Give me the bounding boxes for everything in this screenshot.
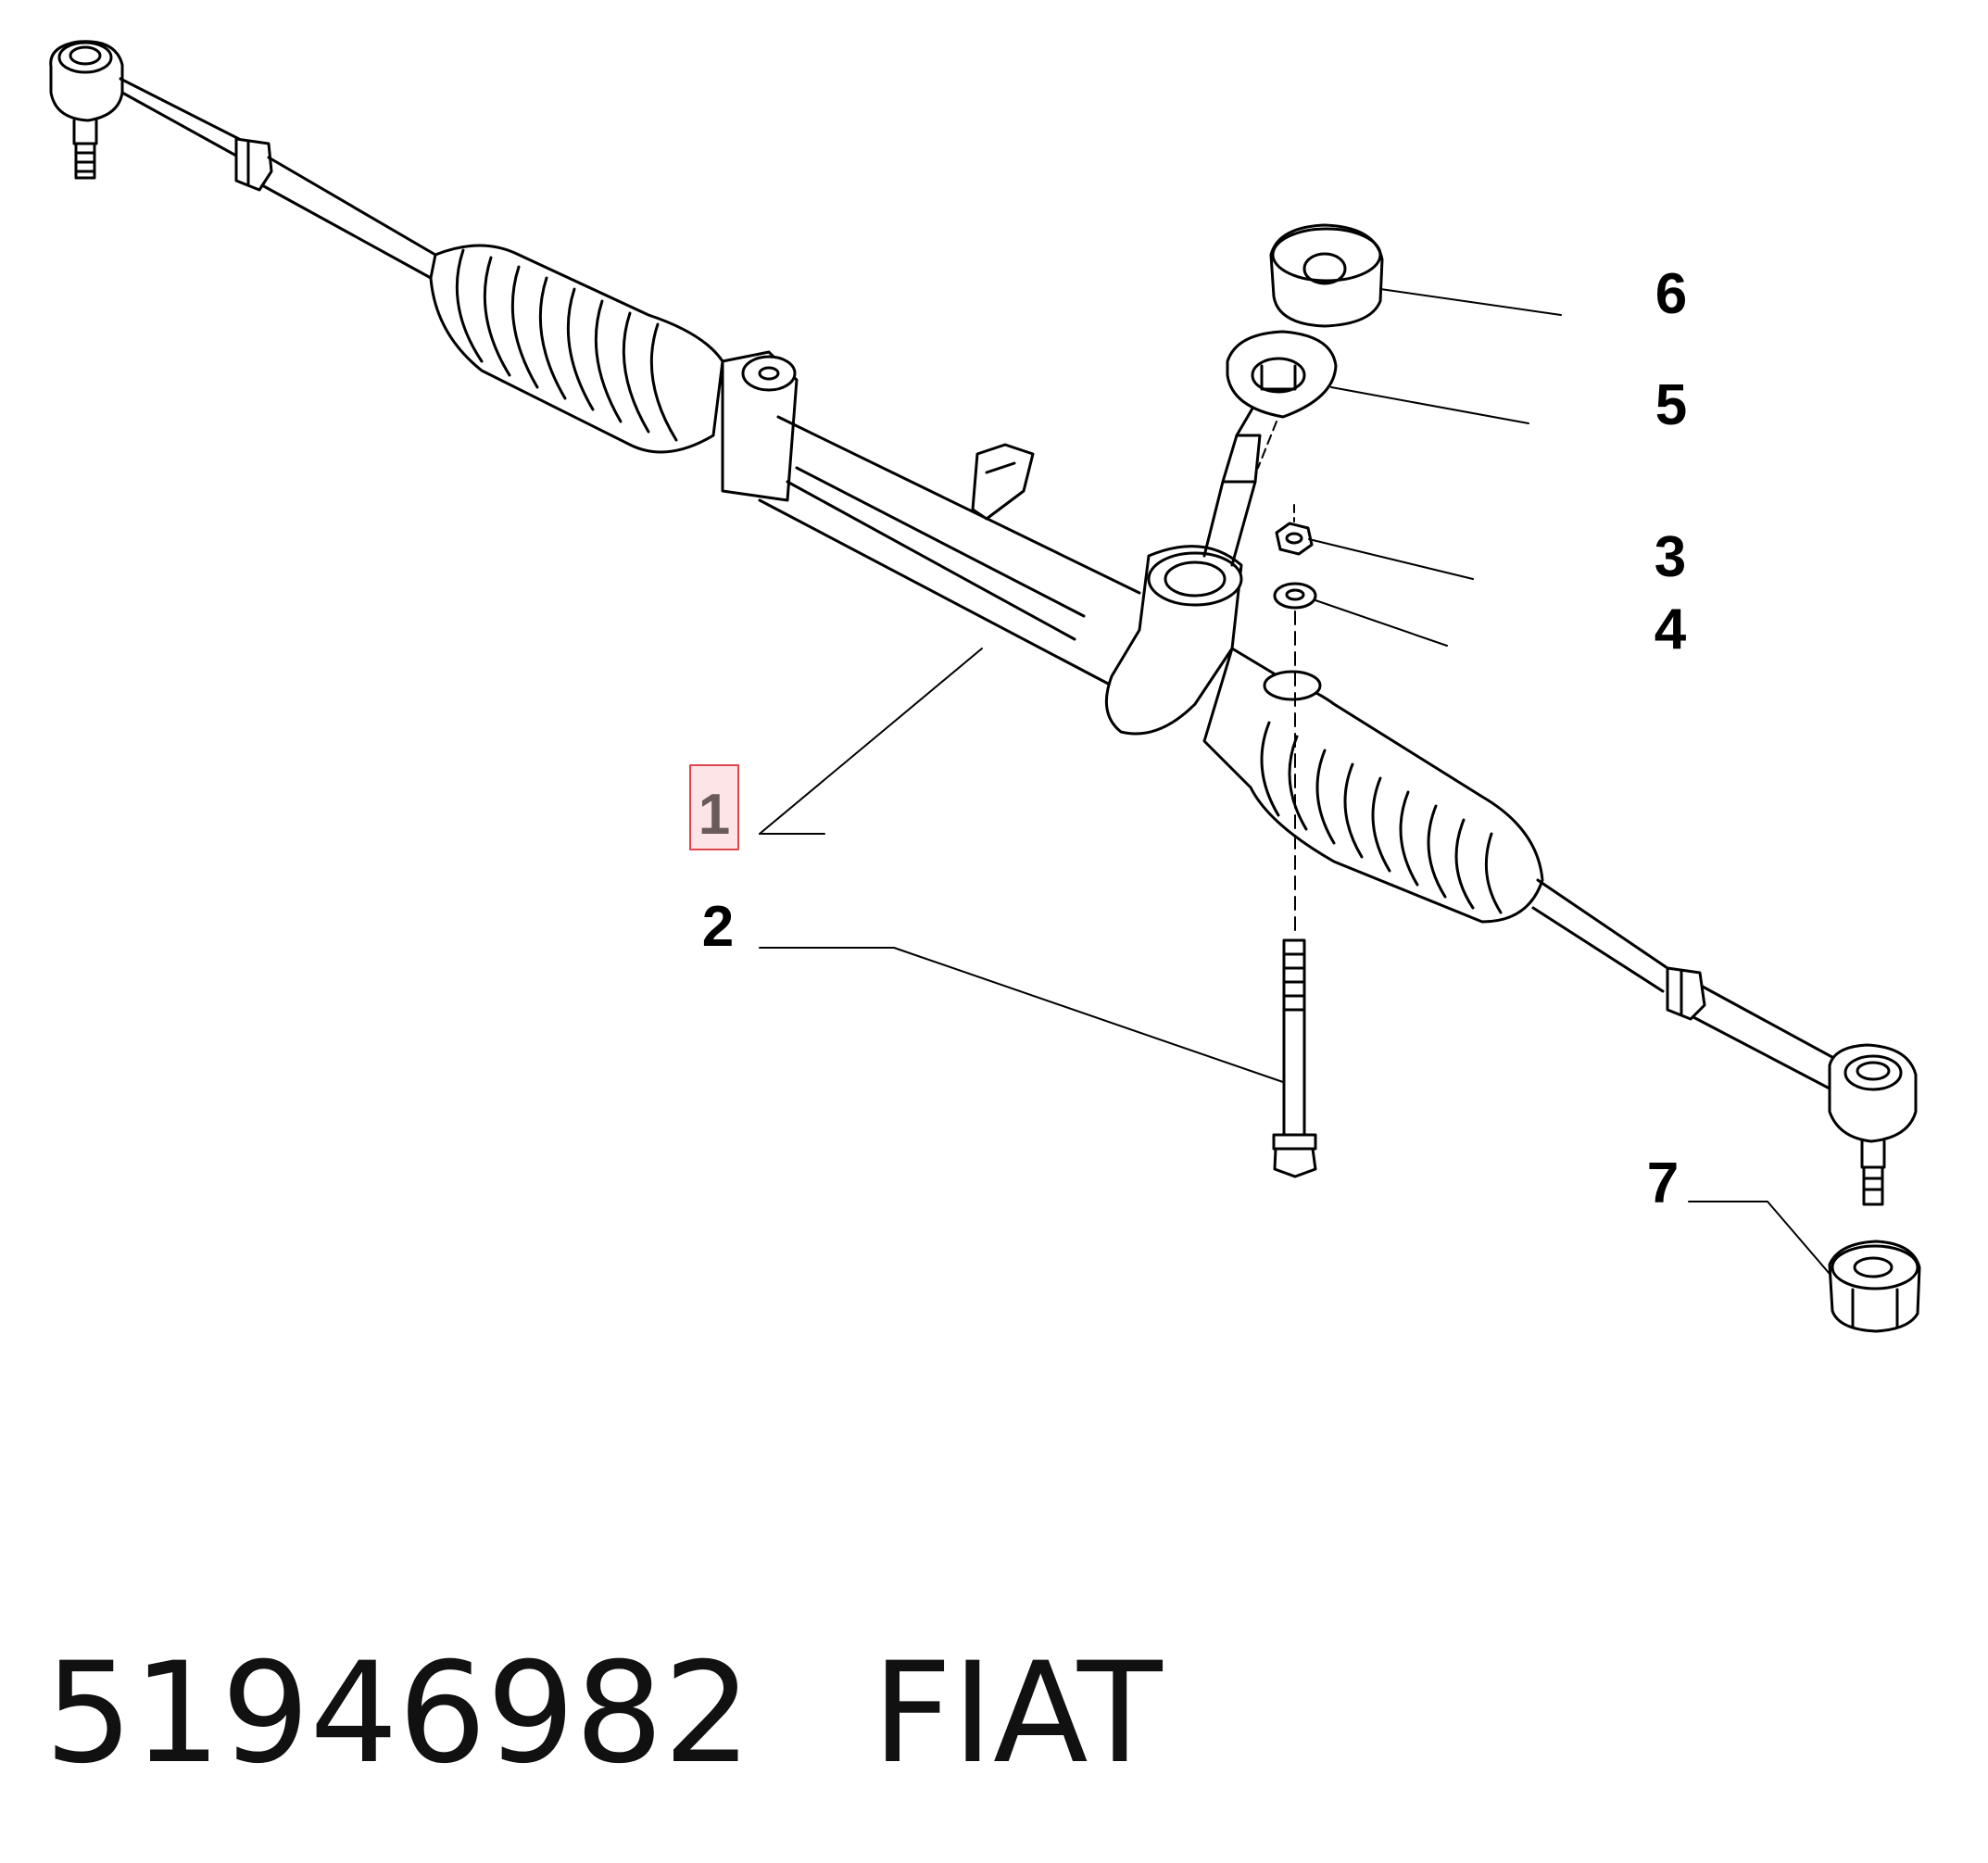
left-bellows-boot: [429, 244, 724, 454]
leader-5: [1330, 386, 1529, 424]
callout-7: 7: [1647, 1152, 1679, 1215]
leader-1-diag: [759, 648, 983, 835]
right-tie-rod-end: [1828, 1043, 1918, 1206]
left-tie-rod: [234, 137, 437, 280]
leader-lines: [759, 288, 1831, 1275]
brand-name: FIAT: [872, 1633, 1163, 1794]
callout-3: 3: [1655, 525, 1686, 589]
rack-housing-tube: [721, 350, 1141, 687]
part-number: 51946982: [44, 1633, 752, 1794]
callout-4: 4: [1655, 598, 1687, 661]
part-5-axis-line: [1257, 421, 1277, 469]
footer: 51946982 FIAT: [44, 1621, 1163, 1806]
part-7-nut: [1828, 1240, 1921, 1333]
part-5-seal: [1226, 330, 1338, 419]
leader-7: [1688, 1201, 1831, 1275]
pinion-housing: [1104, 378, 1271, 736]
leader-4: [1315, 599, 1448, 647]
right-tie-rod: [1531, 878, 1841, 1090]
left-tie-rod-end: [49, 40, 241, 180]
part-2-bolt: [1272, 938, 1317, 1178]
leader-2: [759, 947, 1284, 1083]
leader-6: [1379, 288, 1562, 316]
callout-1-highlight-box: [689, 764, 739, 850]
part-4-washer: [1273, 582, 1317, 610]
callout-6: 6: [1655, 262, 1687, 326]
callout-5: 5: [1655, 373, 1687, 437]
part-3-nut: [1275, 522, 1314, 556]
callout-1: 1: [698, 783, 730, 847]
leader-3: [1308, 538, 1474, 580]
right-bellows-boot: [1202, 647, 1544, 924]
part-6-cap: [1269, 223, 1384, 328]
callout-2: 2: [702, 895, 734, 959]
steering-rack-exploded-diagram: 1 2 3 4 5 6 7: [49, 40, 1921, 1333]
